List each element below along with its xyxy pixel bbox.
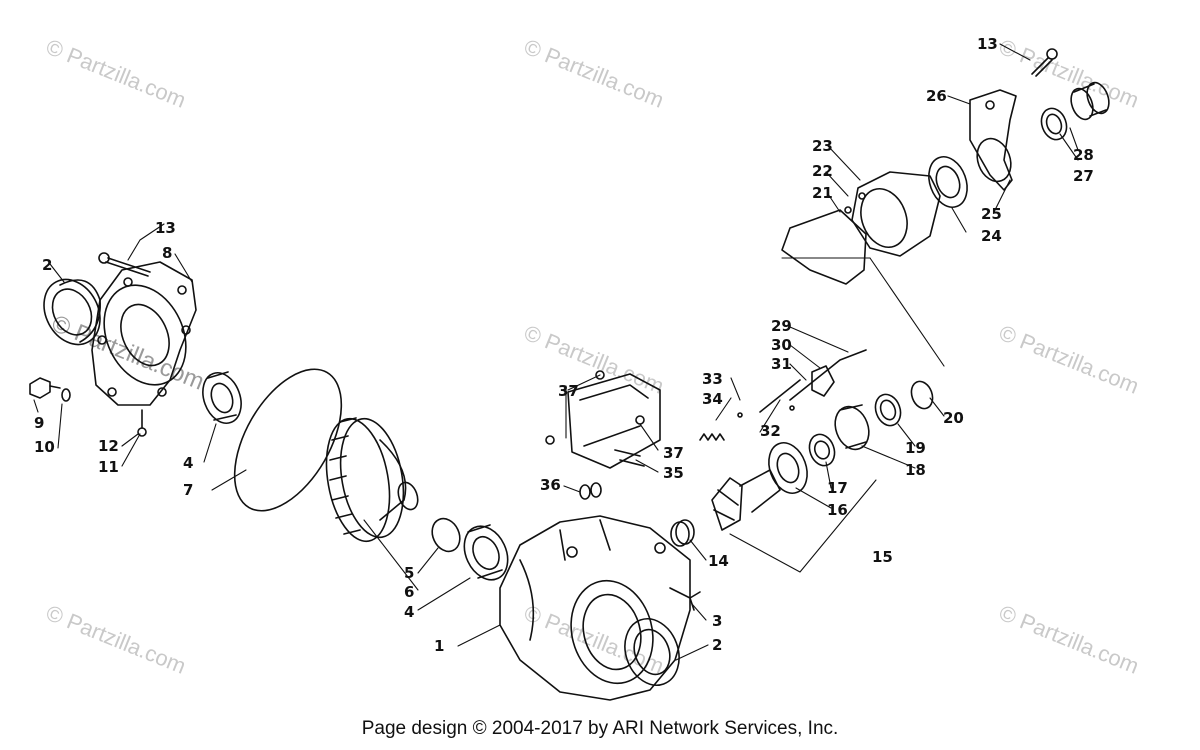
gear-housing [499, 515, 691, 701]
shift-fork [737, 349, 867, 418]
callout: 22 [812, 162, 833, 180]
oil-seal-right [624, 618, 680, 686]
bracket-26 [969, 89, 1017, 191]
callout: 1 [434, 637, 444, 655]
bolt-11 [137, 409, 147, 437]
snap-ring-20 [910, 380, 934, 410]
coupler-28 [1070, 81, 1110, 121]
callout: 13 [155, 219, 176, 237]
snap-ring-25 [976, 137, 1012, 183]
callout: 18 [905, 461, 926, 479]
callout: 11 [98, 458, 119, 476]
callout: 4 [404, 603, 414, 621]
pinion-gear [711, 469, 781, 531]
drain-plug [29, 377, 71, 402]
callout: 12 [98, 437, 119, 455]
shim [431, 517, 461, 553]
side-cover [91, 261, 197, 406]
front-housing-23 [844, 171, 941, 257]
callout: 37 [663, 444, 684, 462]
callout: 20 [943, 409, 964, 427]
callout: 2 [42, 256, 52, 274]
gasket [781, 209, 867, 285]
bolt-13-right [1031, 48, 1058, 77]
callout: 30 [771, 336, 792, 354]
callout: 7 [183, 481, 193, 499]
o-ring-36 [579, 482, 602, 500]
ring-gear-differential [325, 417, 419, 543]
callout: 32 [760, 422, 781, 440]
pinion-bearing-16 [768, 442, 808, 494]
leader-lines [33, 43, 1079, 661]
sleeve-19 [874, 393, 902, 427]
callout: 34 [702, 390, 723, 408]
callout: 19 [905, 439, 926, 457]
callout: 6 [404, 583, 414, 601]
callout: 36 [540, 476, 561, 494]
callout: 35 [663, 464, 684, 482]
bolt-13-left [98, 252, 151, 277]
callout: 4 [183, 454, 193, 472]
spacer-17 [808, 433, 836, 467]
callout: 10 [34, 438, 55, 456]
copyright-footer: Page design © 2004-2017 by ARI Network S… [361, 718, 839, 739]
callout: 33 [702, 370, 723, 388]
callout-labels: 13 26 28 27 23 22 21 25 24 29 30 31 33 3… [34, 35, 1094, 655]
pinion-bearing-14 [670, 519, 695, 547]
callout: 8 [162, 244, 172, 262]
callout: 25 [981, 205, 1002, 223]
spring [699, 433, 725, 441]
callout: 21 [812, 184, 833, 202]
callout: 5 [404, 564, 414, 582]
callout: 29 [771, 317, 792, 335]
callout: 28 [1073, 146, 1094, 164]
callout: 14 [708, 552, 729, 570]
callout: 13 [977, 35, 998, 53]
callout: 31 [771, 355, 792, 373]
collar-18 [834, 404, 870, 451]
callout: 26 [926, 87, 947, 105]
callout: 2 [712, 636, 722, 654]
callout: 24 [981, 227, 1002, 245]
o-ring [233, 368, 343, 512]
oil-seal-left [43, 278, 101, 346]
shift-actuator [545, 370, 661, 469]
callout: 23 [812, 137, 833, 155]
callout: 15 [872, 548, 893, 566]
seal-27 [1040, 107, 1068, 141]
vent-fitting [669, 587, 701, 611]
callout: 17 [827, 479, 848, 497]
callout: 3 [712, 612, 722, 630]
bearing-24 [928, 156, 968, 208]
callout: 16 [827, 501, 848, 519]
bearing-lower [463, 524, 509, 581]
bearing-left [202, 371, 242, 424]
callout: 37 [558, 382, 579, 400]
callout: 27 [1073, 167, 1094, 185]
callout: 9 [34, 414, 44, 432]
